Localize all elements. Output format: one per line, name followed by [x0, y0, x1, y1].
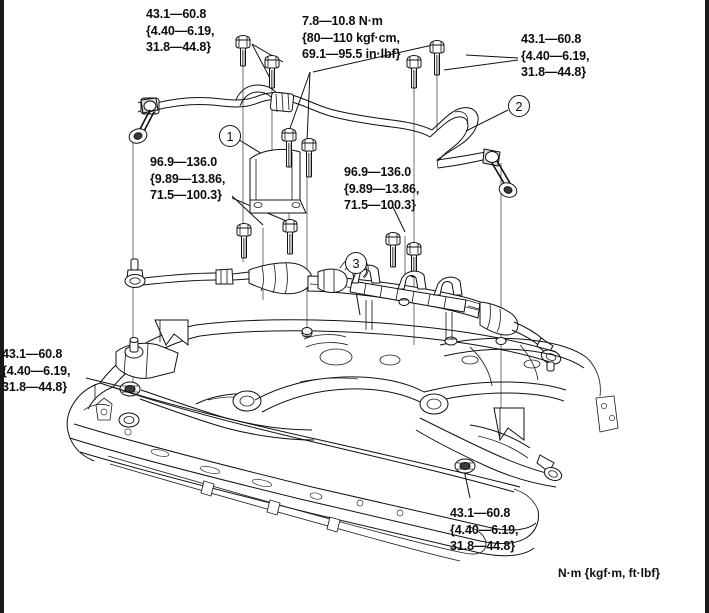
callout-label: 2 — [515, 98, 523, 114]
torque-spec-ball-joint-nut-left: 43.1—60.8 {4.40—6.19, 31.8—44.8} — [2, 346, 71, 396]
torque-spec-crossmember-bolt-right: 96.9—136.0 {9.89—13.86, 71.5—100.3} — [344, 164, 419, 214]
steering-gear-assembly — [124, 256, 562, 372]
torque-line-1: 96.9—136.0 — [344, 165, 412, 179]
ball-joint-nut-right — [454, 458, 476, 474]
callout-label: 3 — [352, 255, 360, 271]
flange-bolt-group-top-right — [406, 40, 445, 89]
torque-line-3: 31.8—44.8} — [450, 539, 516, 553]
ball-joint-nut-left — [119, 381, 141, 397]
steering-gear-housing — [307, 256, 500, 324]
torque-line-3: 31.8—44.8} — [521, 65, 587, 79]
crossmember-right-section — [423, 337, 587, 405]
torque-line-3: 71.5—100.3} — [344, 198, 416, 212]
torque-line-1: 43.1—60.8 — [146, 7, 207, 21]
steering-rack-boot-right — [479, 301, 519, 336]
torque-spec-ball-joint-nut-right: 43.1—60.8 {4.40—6.19, 31.8—44.8} — [450, 505, 519, 555]
torque-spec-stabilizer-link-right: 43.1—60.8 {4.40—6.19, 31.8—44.8} — [521, 31, 590, 81]
tie-rod-adjuster-left — [215, 268, 250, 285]
stabilizer-bar-link-left — [128, 97, 159, 144]
crossmember-center-section — [254, 328, 425, 413]
lower-control-arm-left — [139, 389, 315, 441]
torque-line-3: 31.8—44.8} — [146, 40, 212, 54]
stabilizer-bar-bushing-bracket — [249, 148, 307, 214]
lower-control-arm-right — [415, 393, 563, 488]
crossmember-front-brackets-left — [83, 384, 140, 428]
stabilizer-bar-link-right — [482, 148, 518, 198]
callout-2: 2 — [508, 95, 530, 117]
page-edge-right — [705, 0, 709, 613]
torque-line-2: {4.40—6.19, — [146, 23, 215, 38]
unit-note: N·m {kgf·m, ft·lbf} — [558, 566, 660, 580]
torque-spec-stabilizer-bracket-bolt: 7.8—10.8 N·m {80—110 kgf·cm, 69.1—95.5 i… — [302, 13, 400, 63]
torque-line-1: 43.1—60.8 — [450, 506, 511, 520]
torque-line-2: {80—110 kgf·cm, — [302, 30, 400, 45]
stabilizer-bushing-clamp-center — [269, 91, 295, 113]
torque-line-3: 31.8—44.8} — [2, 380, 68, 394]
flange-bolt-group-mid-right — [385, 232, 422, 278]
subframe-bolt-details — [301, 298, 507, 346]
torque-spec-crossmember-bolt-left: 96.9—136.0 {9.89—13.86, 71.5—100.3} — [150, 154, 225, 204]
torque-line-2: {9.89—13.86, — [344, 181, 420, 196]
torque-line-2: {4.40—6.19, — [2, 363, 71, 378]
torque-line-1: 96.9—136.0 — [150, 155, 218, 169]
page-edge-left — [0, 0, 4, 613]
torque-line-3: 71.5—100.3} — [150, 188, 222, 202]
torque-line-1: 43.1—60.8 — [2, 347, 63, 361]
torque-line-2: {9.89—13.86, — [150, 171, 226, 186]
crossmember-bracket-rear-right — [585, 356, 619, 433]
torque-line-3: 69.1—95.5 in·lbf} — [302, 47, 401, 61]
torque-line-2: {4.40—6.19, — [450, 522, 519, 537]
crossmember-mount-left — [115, 319, 189, 379]
flange-bolt-group-top-left — [235, 35, 280, 89]
callout-label: 1 — [226, 128, 234, 144]
front-crossmember-subframe — [66, 298, 619, 562]
flange-bolt-group-mid-left — [236, 219, 298, 259]
tie-rod-end-left — [124, 258, 217, 288]
crossmember-mount-right — [493, 407, 525, 442]
rack-mount-studs — [365, 300, 453, 340]
callout-1: 1 — [219, 125, 241, 147]
callout-3: 3 — [345, 252, 367, 274]
steering-rack-boot-left — [248, 262, 313, 295]
front-cross-beam — [66, 382, 539, 562]
torque-line-1: 43.1—60.8 — [521, 32, 582, 46]
torque-spec-stabilizer-link-left: 43.1—60.8 {4.40—6.19, 31.8—44.8} — [146, 6, 215, 56]
flange-bolt-group-center — [281, 128, 317, 178]
torque-line-2: {4.40—6.19, — [521, 48, 590, 63]
torque-line-1: 7.8—10.8 N·m — [302, 14, 383, 28]
